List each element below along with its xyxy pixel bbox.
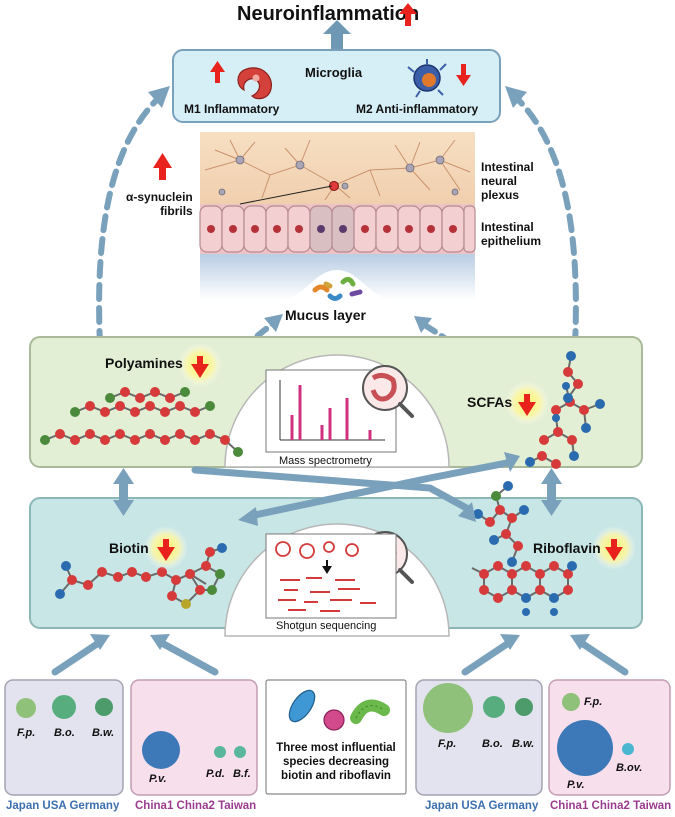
m1-label: M1 Inflammatory [184,102,280,116]
species-label: F.p. [438,738,457,750]
synuclein-up-arrow-icon [153,153,172,180]
dashed-arrow-right [507,89,579,348]
dashed-arrow-left [96,89,168,348]
species-label: B.o. [54,727,75,739]
species-label: B.w. [512,738,535,750]
species-label: P.v. [149,773,167,785]
riboflavin-label: Riboflavin [533,540,601,556]
caption-left-pink: China1 China2 Taiwan [135,800,257,812]
bacteria-icon [288,689,390,731]
biotin-label: Biotin [109,540,149,556]
species-label: B.o. [482,738,503,750]
microglia-title: Microglia [305,65,363,80]
mucus-label: Mucus layer [285,307,366,323]
species-label: F.p. [17,727,36,739]
shotgun-label: Shotgun sequencing [276,620,377,632]
species-label: B.f. [233,768,251,780]
m1-up-arrow-icon [210,61,225,83]
riboflavin-down-arrow-icon [605,539,623,561]
biotin-molecule-icon [55,543,227,609]
biotin-down-arrow-icon [157,539,175,561]
m2-label: M2 Anti-inflammatory [356,102,479,116]
m2-down-arrow-icon [456,64,471,86]
species-bubbles [16,683,634,776]
synuclein-label: α-synuclein fibrils [126,190,193,218]
caption-right-pink: China1 China2 Taiwan [550,800,672,812]
species-label: F.p. [584,696,603,708]
species-label: P.d. [206,768,225,780]
shotgun-sequencing-icon [265,533,397,619]
species-label: B.w. [92,727,115,739]
polyamine-molecule-icon [40,387,243,457]
caption-left-blue: Japan USA Germany [6,800,120,812]
neural-plexus-label: Intestinal neural plexus [481,160,534,202]
polyamines-label: Polyamines [105,355,183,371]
mass-spec-label: Mass spectrometry [279,455,372,467]
polyamines-down-arrow-icon [191,356,209,378]
epithelium-label: Intestinal epithelium [481,220,542,248]
title-up-arrow-icon [399,3,417,32]
caption-right-blue: Japan USA Germany [425,800,539,812]
page-title: Neuroinflammation [237,3,420,25]
scfa-molecule-icon [525,351,605,469]
center-note: Three most influential species decreasin… [276,742,396,782]
m1-cell-icon [237,67,272,100]
scfas-down-arrow-icon [518,394,536,416]
riboflavin-molecule-icon [471,481,577,616]
species-label: P.v. [567,779,585,791]
magnifier-gut-icon [362,365,414,418]
species-label: B.ov. [616,762,643,774]
gut-tissue-illustration [199,132,476,301]
scfas-label: SCFAs [467,394,513,410]
m2-cell-icon [407,59,447,98]
